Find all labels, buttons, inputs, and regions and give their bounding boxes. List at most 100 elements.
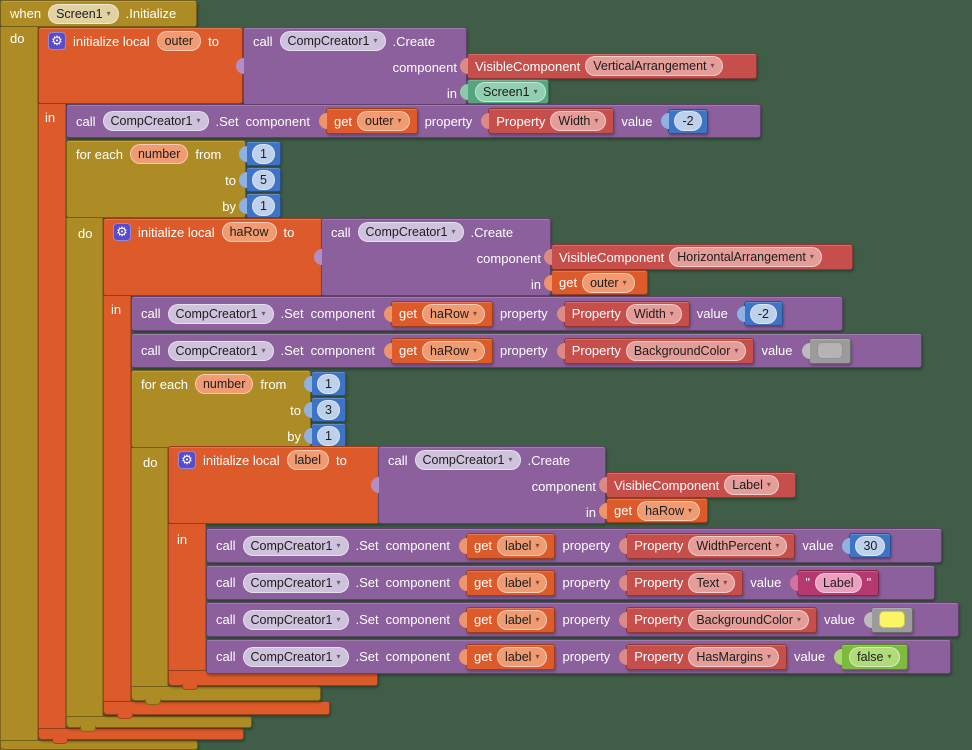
init-harow-foot[interactable]: [103, 701, 330, 719]
component-type-dropdown[interactable]: VerticalArrangement▾: [585, 56, 723, 76]
component-type-dropdown[interactable]: HorizontalArrangement▾: [669, 247, 822, 267]
loop-from-block[interactable]: 1: [246, 141, 281, 166]
get-var-dropdown[interactable]: label▾: [497, 572, 548, 593]
init-outer-foot[interactable]: [38, 728, 244, 744]
call-create-outer-block[interactable]: call CompCreator1▾ .Create component in: [243, 27, 467, 105]
property-text-block[interactable]: Property Text▾: [626, 569, 744, 596]
get-outer-block[interactable]: get outer▾: [325, 108, 418, 134]
number-field[interactable]: 1: [252, 195, 275, 216]
screen1-component-block[interactable]: Screen1▾: [467, 79, 549, 104]
compcreator-dropdown[interactable]: CompCreator1▾: [279, 31, 386, 51]
call-create-harow-block[interactable]: call CompCreator1▾ .Create component in: [321, 218, 551, 296]
gear-icon[interactable]: ⚙: [178, 451, 196, 469]
logic-false-block[interactable]: false▾: [841, 643, 908, 670]
gear-icon[interactable]: ⚙: [48, 32, 66, 50]
get-harow-block[interactable]: get haRow▾: [390, 337, 493, 364]
for-each-outer-body[interactable]: [66, 218, 103, 716]
text-string-block[interactable]: " Label ": [797, 569, 880, 596]
init-local-outer-block[interactable]: ⚙ initialize local outer to: [38, 27, 243, 104]
logic-dropdown[interactable]: false▾: [849, 646, 900, 667]
property-dropdown[interactable]: Text▾: [688, 572, 736, 593]
set-label-widthpercent-block[interactable]: call CompCreator1▾ .Set component get la…: [206, 528, 942, 563]
compcreator-dropdown[interactable]: CompCreator1▾: [242, 609, 349, 630]
init-local-label-block[interactable]: ⚙ initialize local label to: [168, 446, 380, 524]
event-component-dropdown[interactable]: Screen1 ▾: [48, 3, 119, 24]
when-block-foot[interactable]: [0, 740, 198, 750]
when-block-body[interactable]: [0, 27, 38, 750]
get-var-dropdown[interactable]: haRow▾: [637, 500, 701, 521]
number-field[interactable]: 1: [252, 143, 275, 164]
loop-by-block[interactable]: 1: [311, 423, 346, 448]
set-harow-width-block[interactable]: call CompCreator1▾ .Set component get ha…: [131, 296, 843, 331]
get-var-dropdown[interactable]: outer▾: [582, 272, 635, 293]
property-dropdown[interactable]: Width▾: [550, 111, 607, 131]
property-bgcolor-block[interactable]: Property BackgroundColor▾: [563, 337, 755, 364]
property-width-block[interactable]: Property Width▾: [488, 108, 615, 134]
compcreator-dropdown[interactable]: CompCreator1▾: [242, 646, 349, 667]
component-type-dropdown[interactable]: Label▾: [724, 475, 779, 495]
set-label-text-block[interactable]: call CompCreator1▾ .Set component get la…: [206, 565, 935, 600]
for-each-inner-block[interactable]: for each number from to by: [131, 370, 311, 448]
loop-by-block[interactable]: 1: [246, 193, 281, 218]
var-name-label-field[interactable]: label: [286, 450, 330, 470]
screen1-dropdown[interactable]: Screen1▾: [475, 81, 546, 102]
visible-component-horizontal-block[interactable]: VisibleComponent HorizontalArrangement▾: [551, 244, 853, 270]
get-label-block[interactable]: get label▾: [465, 606, 556, 633]
loop-to-block[interactable]: 3: [311, 397, 346, 422]
color-block-yellow[interactable]: [871, 606, 914, 633]
set-harow-bgcolor-block[interactable]: call CompCreator1▾ .Set component get ha…: [131, 333, 922, 368]
init-outer-body[interactable]: [38, 104, 66, 728]
visible-component-vertical-block[interactable]: VisibleComponent VerticalArrangement▾: [467, 53, 757, 79]
property-bgcolor-block[interactable]: Property BackgroundColor▾: [626, 606, 817, 633]
get-var-dropdown[interactable]: haRow▾: [422, 303, 485, 324]
var-name-outer-field[interactable]: outer: [156, 31, 202, 51]
get-outer-block[interactable]: get outer▾: [551, 270, 648, 295]
number-neg2-block[interactable]: -2: [668, 108, 708, 134]
property-dropdown[interactable]: Width▾: [625, 303, 682, 324]
for-each-inner-foot[interactable]: [131, 686, 321, 705]
visible-component-label-block[interactable]: VisibleComponent Label▾: [606, 472, 796, 498]
property-hasmargins-block[interactable]: Property HasMargins▾: [626, 643, 788, 670]
loop-to-block[interactable]: 5: [246, 167, 281, 192]
set-label-hasmargins-block[interactable]: call CompCreator1▾ .Set component get la…: [206, 639, 951, 674]
property-dropdown[interactable]: HasMargins▾: [688, 646, 780, 667]
property-dropdown[interactable]: WidthPercent▾: [688, 535, 788, 556]
compcreator-dropdown[interactable]: CompCreator1▾: [414, 450, 521, 470]
for-each-inner-body[interactable]: [131, 448, 168, 686]
for-each-outer-block[interactable]: for each number from to by: [66, 140, 246, 218]
color-swatch[interactable]: [816, 342, 843, 359]
get-var-dropdown[interactable]: haRow▾: [422, 340, 485, 361]
loop-from-block[interactable]: 1: [311, 371, 346, 396]
property-widthpercent-block[interactable]: Property WidthPercent▾: [626, 532, 796, 559]
when-event-block[interactable]: when Screen1 ▾ .Initialize: [0, 0, 197, 27]
get-var-dropdown[interactable]: label▾: [497, 646, 548, 667]
property-dropdown[interactable]: BackgroundColor▾: [625, 340, 747, 361]
compcreator-dropdown[interactable]: CompCreator1▾: [357, 222, 464, 242]
compcreator-dropdown[interactable]: CompCreator1▾: [242, 535, 349, 556]
get-var-dropdown[interactable]: label▾: [497, 609, 548, 630]
number-neg2-block[interactable]: -2: [743, 301, 783, 326]
number-field[interactable]: 30: [855, 535, 886, 556]
property-dropdown[interactable]: BackgroundColor▾: [688, 609, 809, 630]
set-label-bgcolor-block[interactable]: call CompCreator1▾ .Set component get la…: [206, 602, 959, 637]
number-30-block[interactable]: 30: [849, 533, 892, 558]
number-field[interactable]: -2: [749, 303, 777, 324]
compcreator-dropdown[interactable]: CompCreator1▾: [242, 572, 349, 593]
color-block-gray[interactable]: [808, 337, 851, 364]
color-swatch[interactable]: [879, 611, 906, 628]
gear-icon[interactable]: ⚙: [113, 223, 131, 241]
get-label-block[interactable]: get label▾: [465, 569, 556, 596]
loop-var-field[interactable]: number: [194, 374, 254, 394]
get-label-block[interactable]: get label▾: [465, 532, 556, 559]
get-harow-block[interactable]: get haRow▾: [390, 300, 493, 327]
compcreator-dropdown[interactable]: CompCreator1▾: [167, 340, 274, 361]
number-field[interactable]: -2: [674, 111, 702, 131]
var-name-harow-field[interactable]: haRow: [221, 222, 277, 242]
init-label-body[interactable]: [168, 524, 206, 670]
compcreator-dropdown[interactable]: CompCreator1▾: [102, 111, 209, 131]
init-harow-body[interactable]: [103, 296, 131, 701]
set-outer-width-block[interactable]: call CompCreator1▾ .Set component get ou…: [66, 104, 761, 138]
get-var-dropdown[interactable]: outer▾: [357, 111, 410, 131]
property-width-block[interactable]: Property Width▾: [563, 300, 690, 327]
